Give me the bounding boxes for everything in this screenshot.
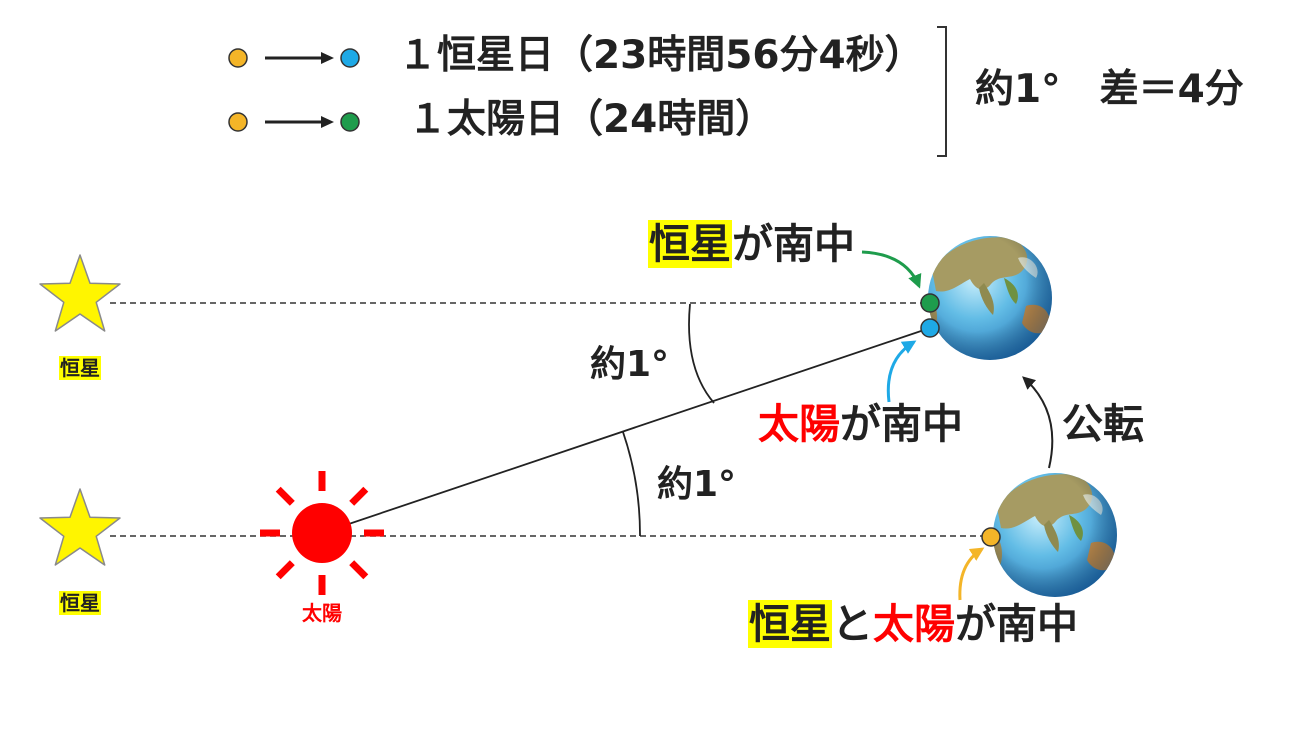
callout-arrow-yellow: [958, 547, 985, 601]
sun-label: 太陽: [302, 601, 342, 625]
legend-summary-text: 約1° 差＝4分: [975, 67, 1244, 112]
both-transit-and: と: [832, 600, 873, 648]
sun-ray: [275, 560, 295, 580]
sidereal-transit-star: 恒星: [648, 220, 732, 268]
observer-dot-green: [920, 293, 940, 313]
sun-ray: [349, 486, 369, 506]
star-icon: [39, 488, 121, 566]
observer-dot-blue: [920, 318, 940, 338]
legend-arrow-head: [321, 52, 334, 64]
sun-earth-line: [321, 327, 931, 534]
solar-transit-sun: 太陽: [758, 400, 840, 448]
sidereal-transit-label: 恒星が南中: [648, 220, 855, 269]
revolution-label: 公転: [1062, 400, 1144, 448]
legend-solar-day-text: １太陽日（24時間）: [408, 97, 775, 142]
angle-label-lower: 約1°: [657, 464, 737, 505]
star-label: 恒星: [59, 591, 101, 615]
earth-icon: [993, 473, 1117, 597]
legend-start-dot-yellow: [228, 112, 248, 132]
sun-ray: [349, 560, 369, 580]
solar-transit-label: 太陽が南中: [758, 400, 963, 449]
callout-arrow-blue: [886, 340, 917, 403]
both-transit-sun: 太陽: [873, 600, 955, 648]
star-label: 恒星: [59, 356, 101, 380]
solar-transit-suffix: が南中: [840, 400, 963, 448]
both-transit-star: 恒星: [748, 600, 832, 648]
legend-end-dot-green: [340, 112, 360, 132]
angle-arc-lower: [622, 431, 641, 537]
legend-end-dot-blue: [340, 48, 360, 68]
both-transit-label: 恒星と太陽が南中: [748, 600, 1078, 649]
legend-row-solar: [228, 112, 360, 132]
callout-arrow-green: [861, 250, 922, 289]
sun-ray: [275, 486, 295, 506]
earth-icon: [928, 236, 1052, 360]
legend-start-dot-yellow: [228, 48, 248, 68]
star-icon: [39, 254, 121, 332]
star-label-text: 恒星: [59, 356, 101, 380]
legend-bracket: [937, 26, 947, 157]
sun-disc: [292, 503, 352, 563]
legend-sidereal-day-text: １恒星日（23時間56分4秒）: [398, 33, 924, 78]
revolution-arrow: [1022, 376, 1054, 469]
legend-arrow-head: [321, 116, 334, 128]
sidereal-transit-suffix: が南中: [732, 220, 855, 268]
star-label-text: 恒星: [59, 591, 101, 615]
observer-dot-yellow: [981, 527, 1001, 547]
legend-row-sidereal: [228, 48, 360, 68]
angle-arc-upper: [688, 303, 715, 404]
angle-label-upper: 約1°: [590, 344, 670, 385]
sun-icon: [260, 471, 384, 595]
both-transit-suffix: が南中: [955, 600, 1078, 648]
